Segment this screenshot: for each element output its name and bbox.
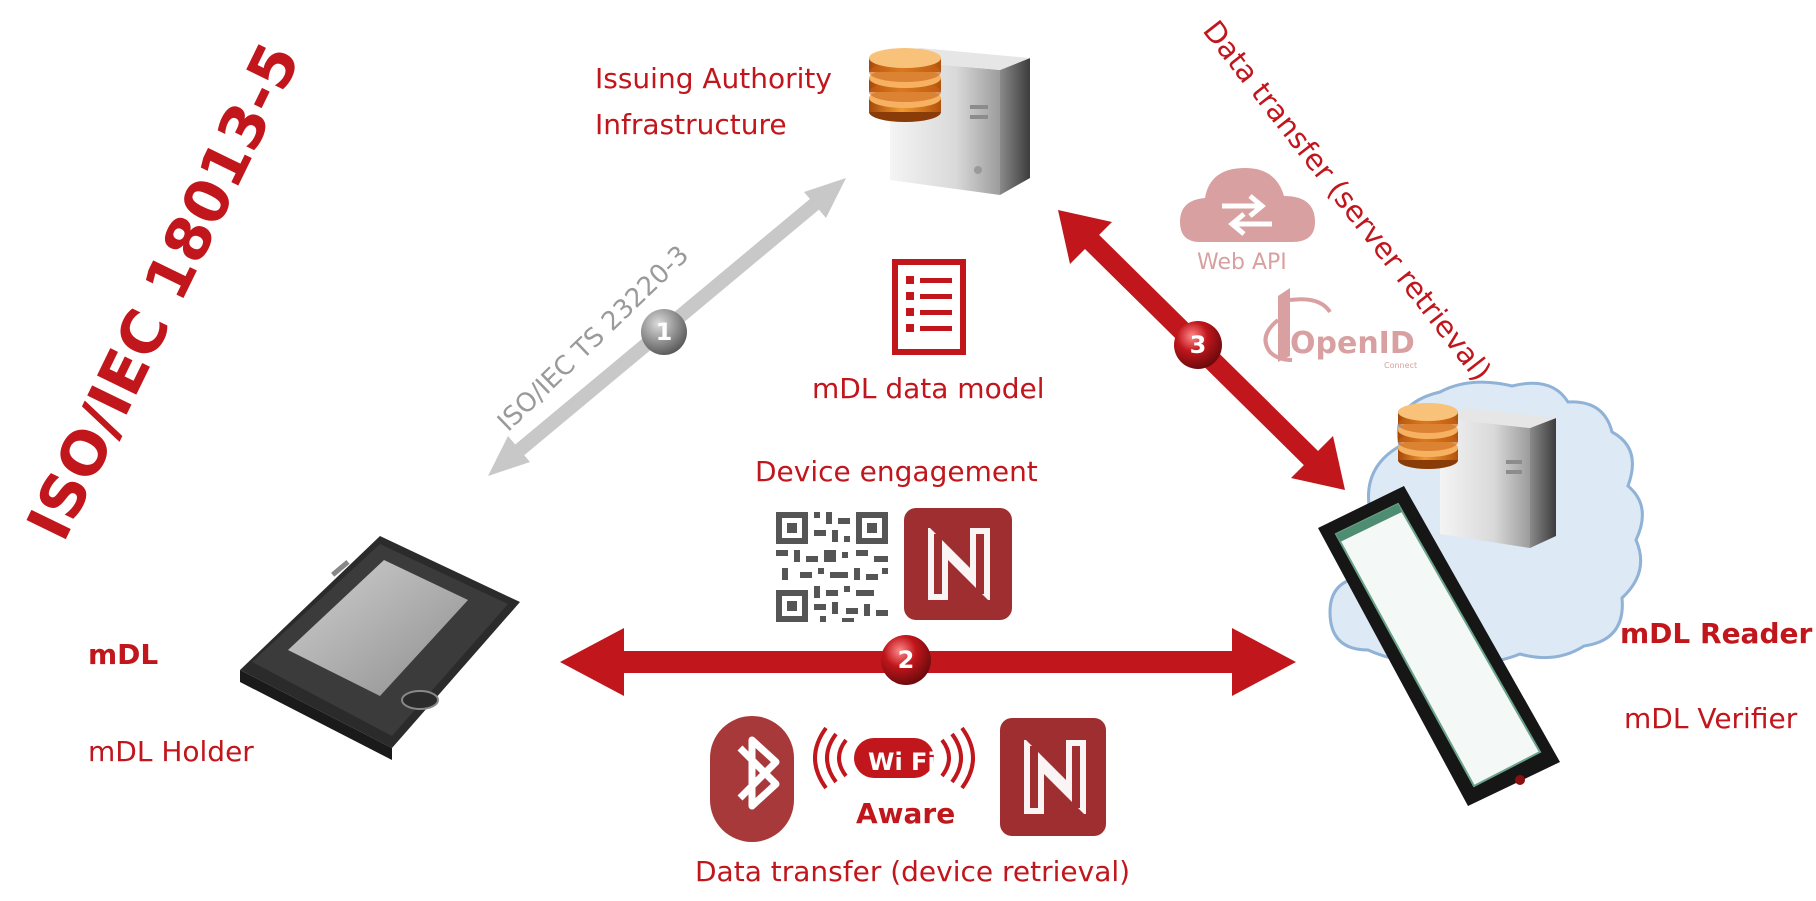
- aware-label: Aware: [856, 797, 956, 830]
- cloud-api-icon: [1180, 168, 1315, 242]
- step-3-badge: [1174, 321, 1222, 369]
- web-api-label: Web API: [1197, 250, 1287, 275]
- data-model-label: mDL data model: [812, 372, 1045, 405]
- link-2-arrow: [560, 628, 1296, 696]
- step-3-number: 3: [1189, 331, 1207, 359]
- tablet-reader-icon: [1318, 486, 1560, 806]
- openid-connect-label: Connect: [1384, 361, 1418, 370]
- holder-subtitle: mDL Holder: [88, 735, 254, 768]
- step-1-badge: [641, 309, 687, 355]
- bluetooth-icon: [710, 716, 794, 842]
- step-2-number: 2: [897, 646, 915, 674]
- wifi-label: Wi Fi: [868, 748, 936, 776]
- link-2-label: Data transfer (device retrieval): [695, 855, 1131, 888]
- step-2-badge: [881, 635, 931, 685]
- reader-title: mDL Reader: [1620, 617, 1813, 650]
- step-1-number: 1: [655, 318, 673, 346]
- document-list-icon: [892, 259, 966, 355]
- reader-subtitle: mDL Verifier: [1624, 702, 1798, 735]
- server-icon: [869, 48, 1030, 195]
- nfc-icon: [1000, 718, 1106, 836]
- openid-label: OpenID: [1290, 326, 1415, 361]
- qr-code-icon: [776, 512, 888, 622]
- issuing-authority-line2: Infrastructure: [595, 108, 787, 141]
- wifi-aware-icon: [813, 726, 975, 790]
- device-engagement-label: Device engagement: [755, 455, 1038, 488]
- smartphone-icon: [240, 536, 520, 760]
- server-icon: [1398, 403, 1556, 548]
- openid-icon: [1263, 288, 1332, 362]
- issuing-authority-line1: Issuing Authority: [595, 62, 832, 95]
- nfc-icon: [904, 508, 1012, 620]
- holder-title: mDL: [88, 638, 159, 671]
